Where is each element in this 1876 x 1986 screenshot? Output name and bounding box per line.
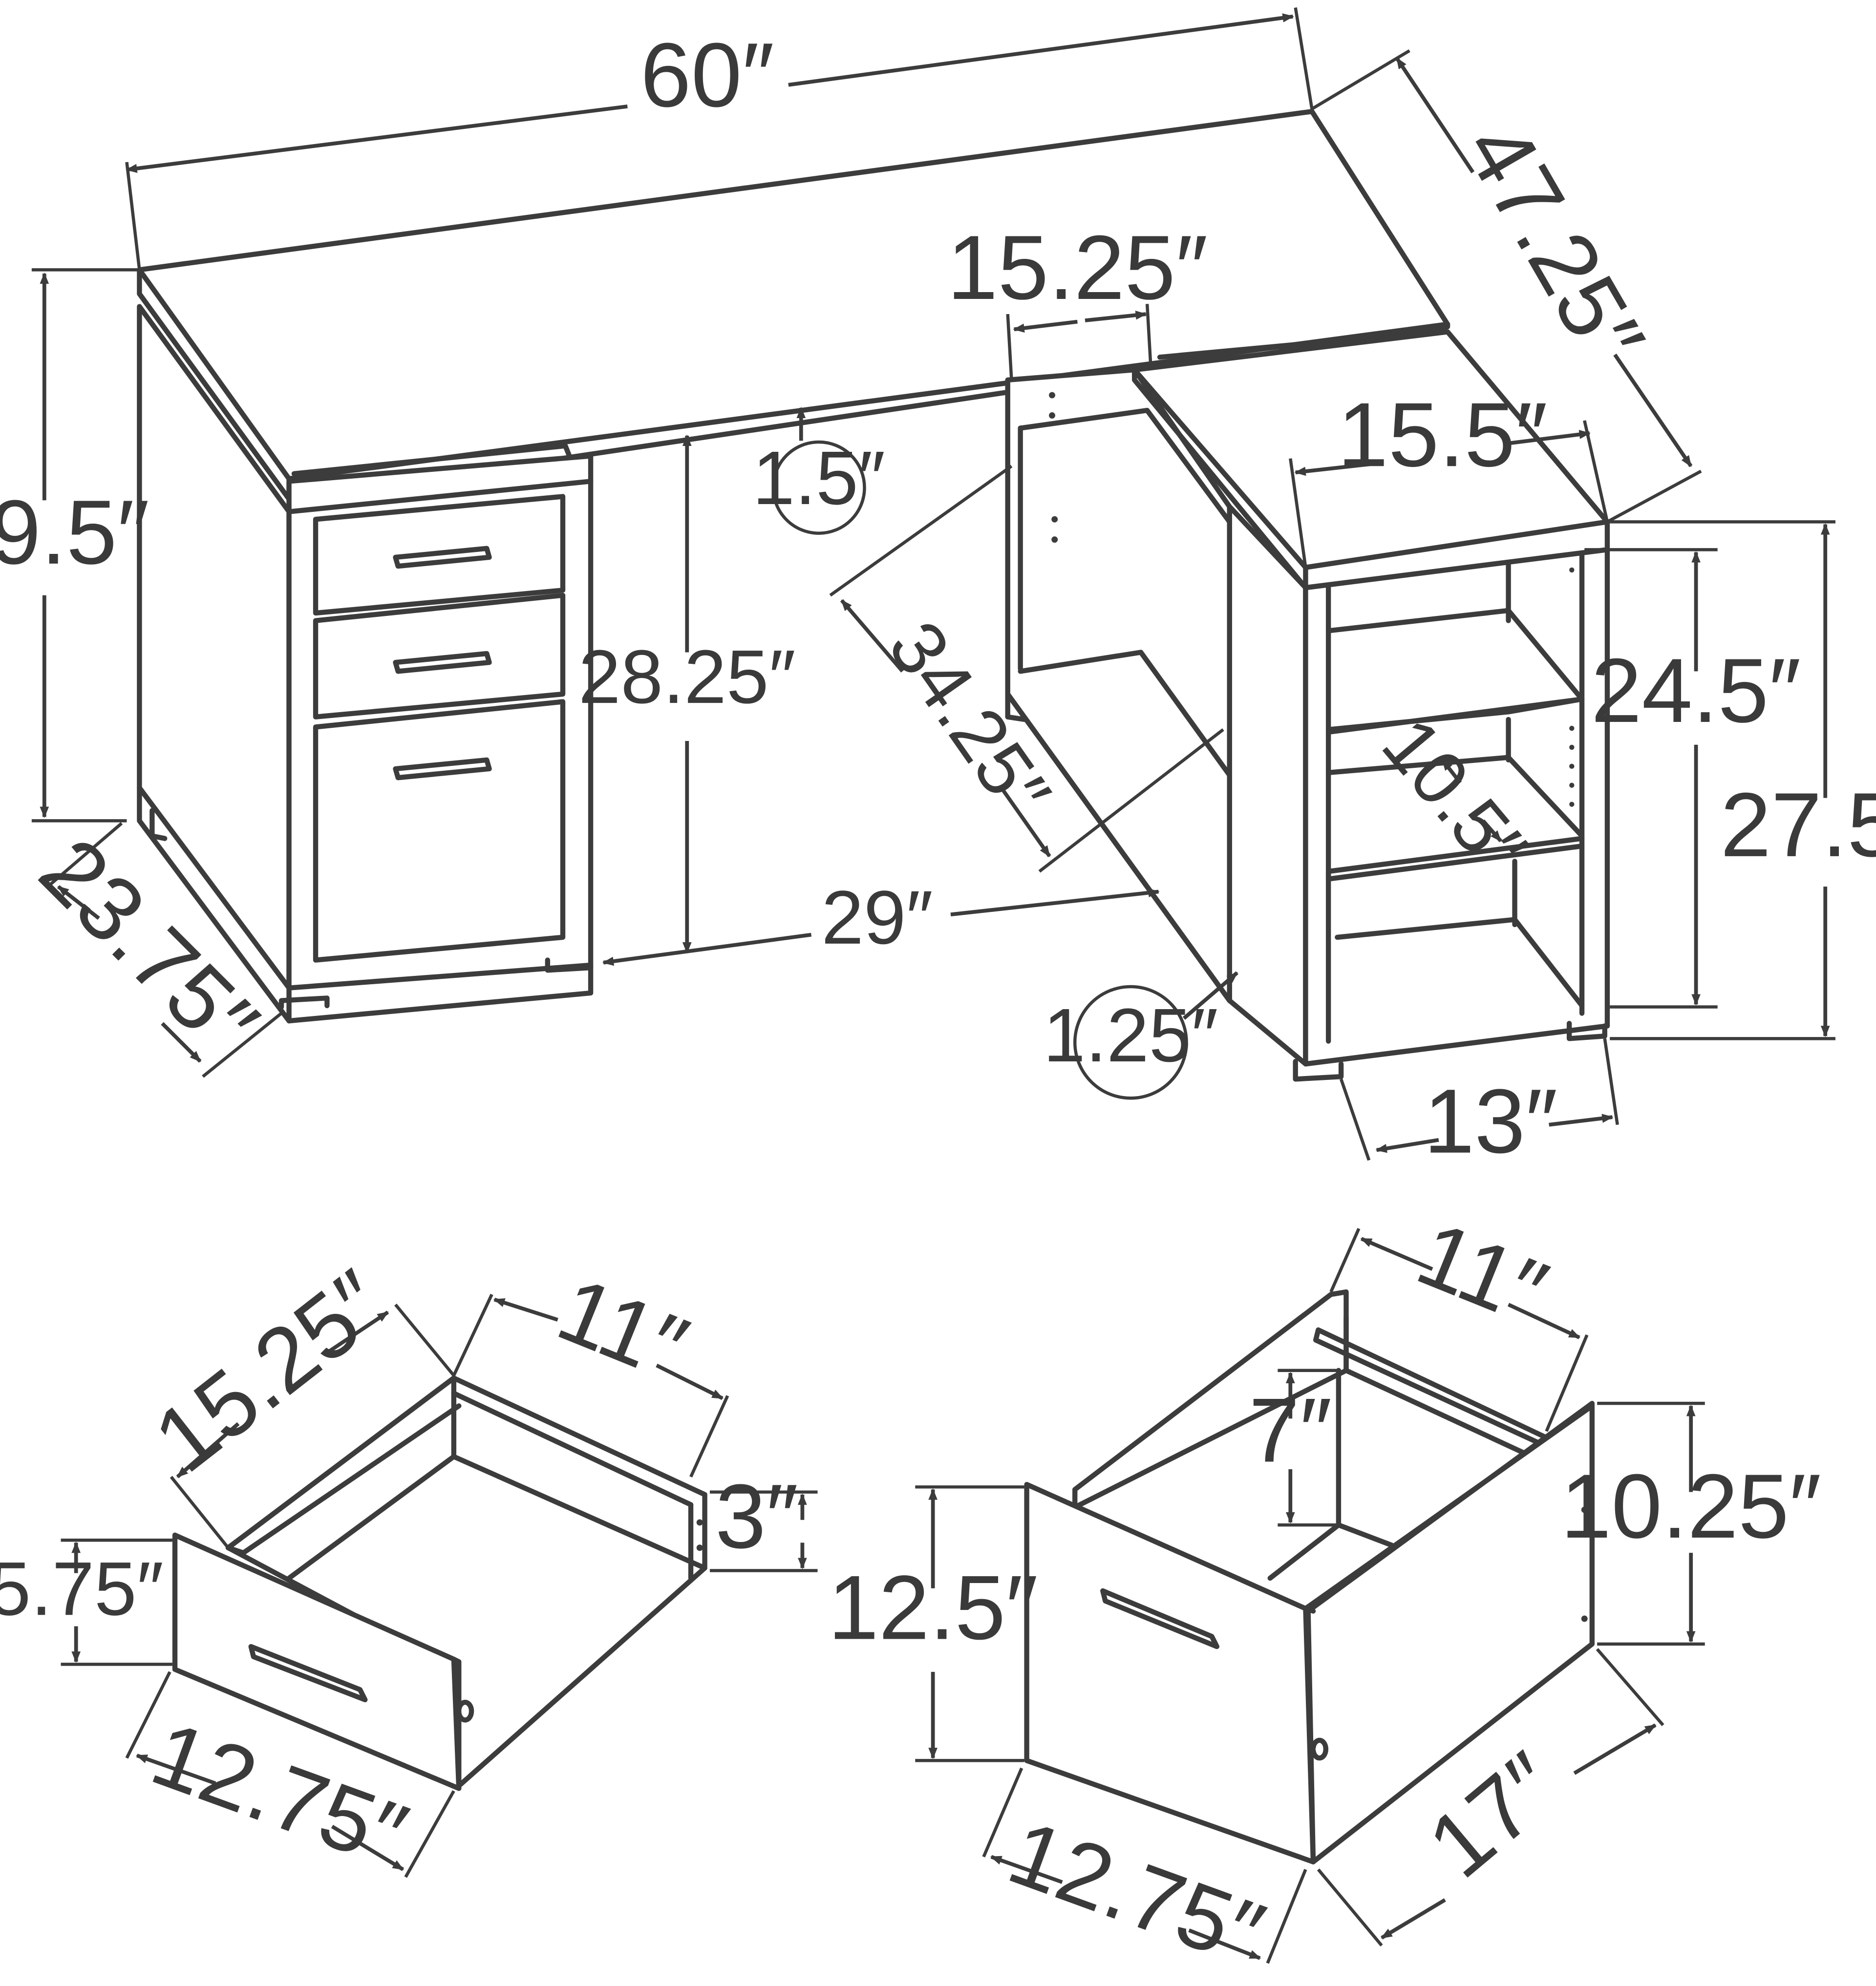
dim-bookcase-height: 27.5″ xyxy=(1610,520,1876,1040)
svg-text:7″: 7″ xyxy=(1249,1379,1332,1481)
file-drawer-front xyxy=(1024,1481,1316,1865)
svg-text:27.5″: 27.5″ xyxy=(1720,774,1876,876)
file-drawer-front xyxy=(313,699,566,963)
svg-text:5.75″: 5.75″ xyxy=(0,1546,164,1631)
bookcase xyxy=(1227,504,1610,1082)
dim-desk-height: 29.5″ xyxy=(0,268,149,823)
dim-bookcase-interior-height: 24.5″ xyxy=(1584,548,1801,1009)
small-drawer-drawing: 15.25″ 11″ 3″ 5.75″ xyxy=(0,1250,818,1887)
svg-text:15.25″: 15.25″ xyxy=(947,216,1208,318)
dim-knee-width: 29″ xyxy=(602,875,1160,966)
small-drawer-front xyxy=(172,1532,462,1791)
svg-text:11″: 11″ xyxy=(1404,1202,1560,1344)
svg-text:47.25″: 47.25″ xyxy=(1445,106,1664,382)
dim-file-drawer-front-height: 12.5″ xyxy=(828,1485,1038,1762)
svg-text:12.5″: 12.5″ xyxy=(828,1557,1038,1659)
svg-text:29″: 29″ xyxy=(821,875,933,960)
dim-top-thickness: 1.5″ xyxy=(752,406,885,535)
drawer-1 xyxy=(313,494,566,616)
svg-text:24.5″: 24.5″ xyxy=(1591,639,1801,741)
dim-bookcase-top-width: 15.5″ xyxy=(1289,383,1609,568)
svg-text:3″: 3″ xyxy=(715,1465,798,1567)
dim-file-drawer-inner-height: 7″ xyxy=(1249,1369,1339,1527)
svg-text:10.25″: 10.25″ xyxy=(1560,1455,1821,1557)
dim-bookcase-depth: 13″ xyxy=(1340,1038,1619,1172)
left-pedestal xyxy=(137,304,594,1024)
dim-small-drawer-front-height: 5.75″ xyxy=(0,1538,172,1666)
dim-open-shelf-width: 15.25″ xyxy=(947,216,1208,380)
desk-drawing: 60″ 47.25″ 29.5″ 23.75″ 28.25″ xyxy=(0,7,1876,1172)
svg-text:15.5″: 15.5″ xyxy=(1338,383,1548,486)
return-top xyxy=(1131,329,1610,591)
svg-text:29.5″: 29.5″ xyxy=(0,481,149,583)
svg-text:60″: 60″ xyxy=(640,24,774,126)
svg-text:1.5″: 1.5″ xyxy=(752,435,885,520)
small-drawer-box xyxy=(225,1375,707,1789)
svg-text:11″: 11″ xyxy=(545,1257,701,1399)
svg-text:13″: 13″ xyxy=(1424,1070,1557,1172)
drawer-2 xyxy=(313,592,566,719)
dim-small-drawer-inner-height: 3″ xyxy=(709,1465,818,1572)
dim-file-drawer-side-height: 10.25″ xyxy=(1560,1401,1821,1646)
svg-text:1.25″: 1.25″ xyxy=(1043,993,1218,1078)
dim-knee-height: 28.25″ xyxy=(578,434,796,954)
svg-text:28.25″: 28.25″ xyxy=(578,634,796,719)
dim-desk-width: 60″ xyxy=(125,7,1314,270)
dim-base-thickness: 1.25″ xyxy=(1043,971,1238,1100)
file-drawer-drawing: 11″ 7″ 10.25″ 12.5″ xyxy=(828,1202,1821,1986)
open-shelf-unit xyxy=(1005,367,1232,1003)
